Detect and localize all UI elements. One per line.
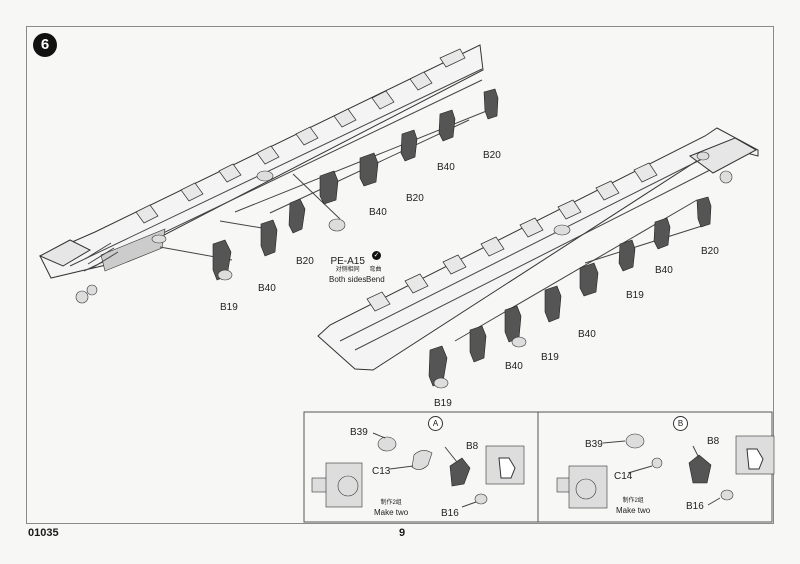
inset-b-c14: C14 [614,471,633,482]
inset-a-b39: B39 [350,427,368,438]
inset-a-drawing [311,432,525,508]
inset-b-b39: B39 [585,439,603,450]
bend-note: 弯曲 Bend [366,266,385,284]
label-b19-right-upper: B19 [626,290,644,301]
inset-a-make-two-cn: 制作2组 [380,500,402,506]
right-hull-side-drawing [317,127,759,389]
page-number: 9 [399,527,406,539]
callout-a: A [428,416,443,431]
right-suspension-parts [428,196,712,389]
label-b40-right-upper: B40 [655,265,673,276]
label-b20-upper: B20 [483,150,501,161]
label-b40-upper: B40 [437,162,455,173]
left-suspension-parts [212,88,499,281]
bend-label: Bend [366,275,385,284]
inset-a-c13: C13 [372,466,391,477]
label-b40-right-mid: B40 [578,329,596,340]
both-sides-label: Both sides [329,275,367,284]
inset-a-make-two: Make two [374,508,409,517]
inset-b-make-two-note: 制作2组 Make two [616,497,650,515]
label-b40-left: B40 [258,283,276,294]
label-b19-right-lower: B19 [434,398,452,409]
label-b19-right-mid: B19 [541,352,559,363]
pe-a15-label: PE-A15 [330,256,365,267]
inset-b-make-two-cn: 制作2组 [622,498,644,504]
callout-b: B [673,416,688,431]
inset-b-b8: B8 [707,436,720,447]
both-sides-cn: 对侧相同 [335,267,360,273]
inset-b-make-two: Make two [616,506,651,515]
page-frame [26,26,774,524]
bend-cn: 弯曲 [369,267,382,273]
inset-b-drawing [556,433,775,509]
page-code: 01035 [28,527,59,539]
inset-a-b16: B16 [441,508,459,519]
label-b20-left: B20 [296,256,314,267]
left-hull-side-drawing [38,44,499,304]
label-b20-mid: B20 [406,193,424,204]
inset-a-make-two-note: 制作2组 Make two [374,499,408,517]
label-b19-left: B19 [220,302,238,313]
inset-b-b16: B16 [686,501,704,512]
pe-a15-note: PE-A15 对侧相同 Both sides [329,256,367,285]
inset-a-b8: B8 [466,441,479,452]
label-b40-mid: B40 [369,207,387,218]
bend-check-icon: ✓ [372,251,381,260]
label-b20-right: B20 [701,246,719,257]
step-number-badge: 6 [33,33,57,57]
label-b40-right-lower: B40 [505,361,523,372]
left-hull-supports [135,48,466,224]
